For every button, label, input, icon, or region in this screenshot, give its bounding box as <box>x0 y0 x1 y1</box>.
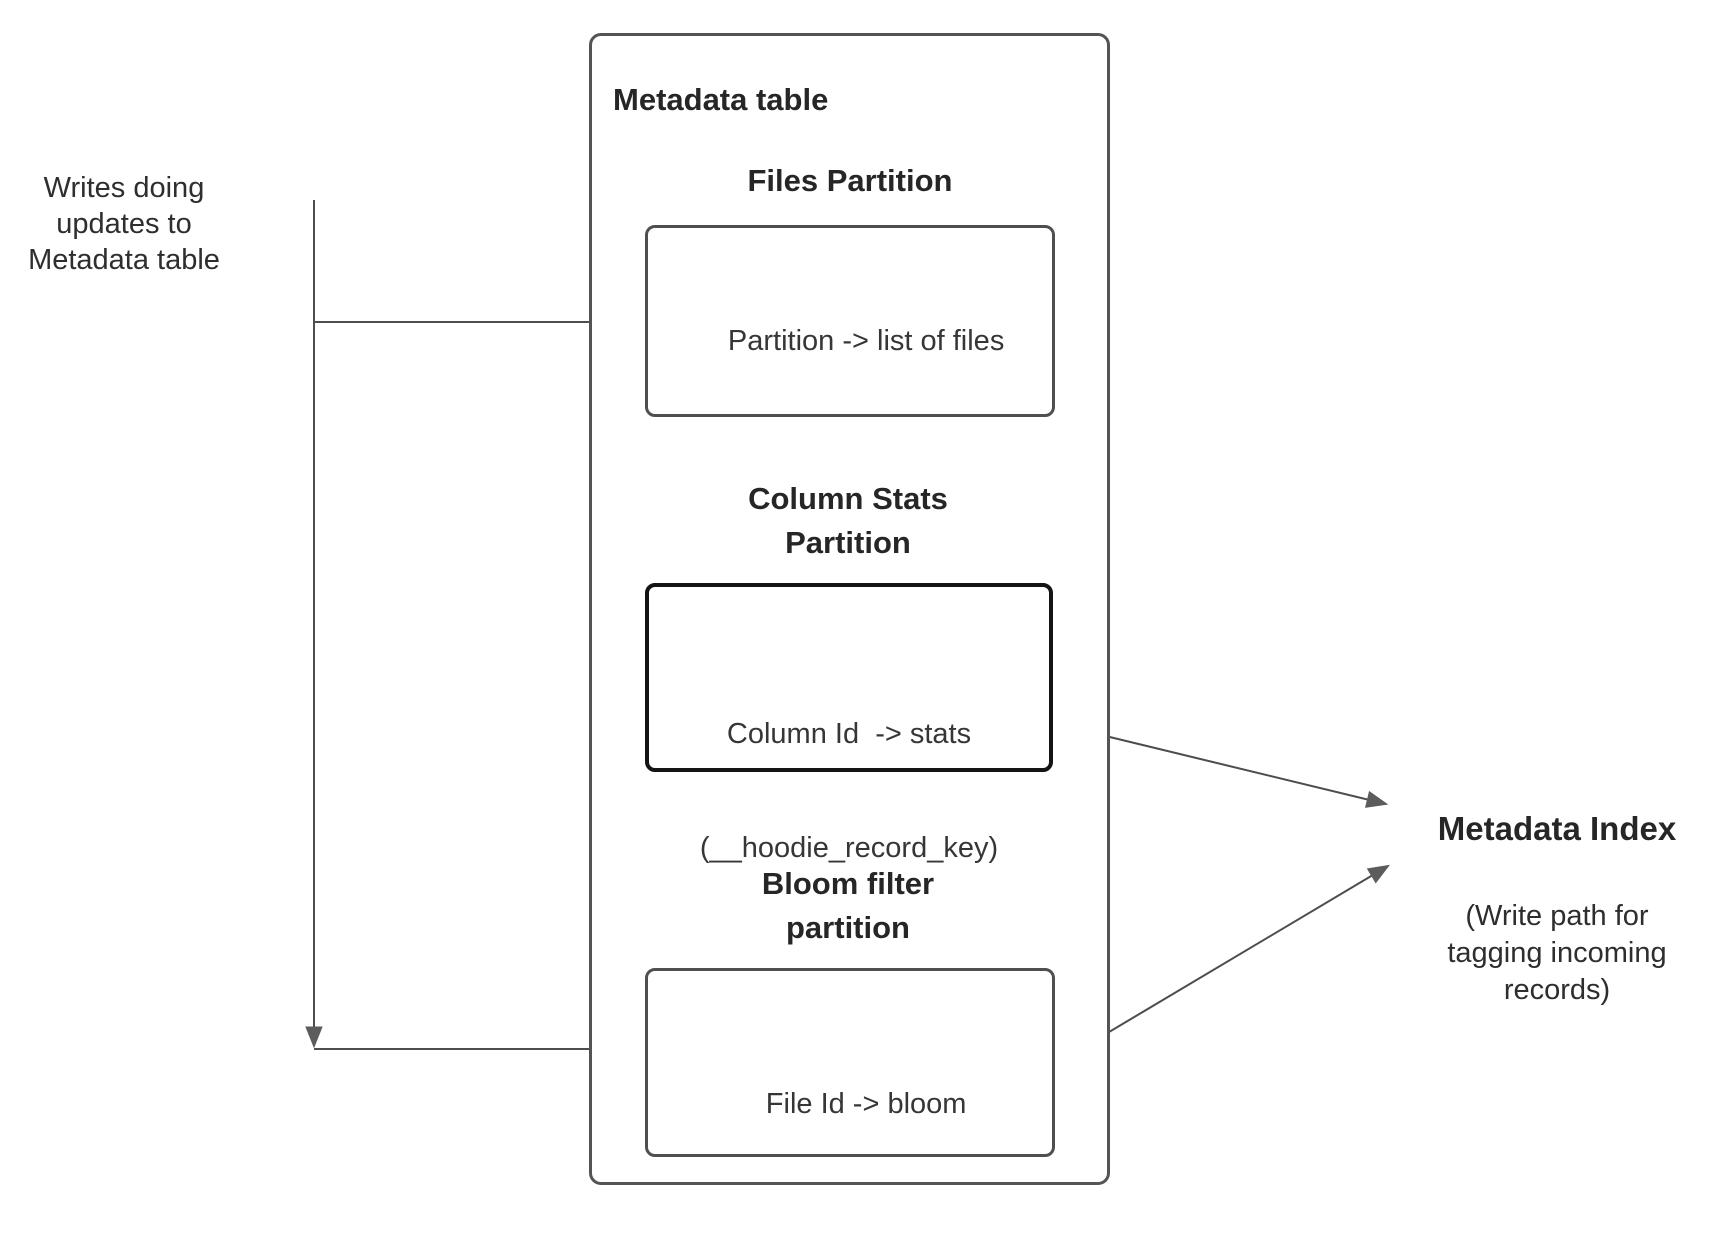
bloom-filter-mapping: File Id -> bloom <box>765 1088 967 1120</box>
metadata-index-note: (Write path for tagging incoming records… <box>1447 900 1675 1006</box>
bloom-filter-partition-heading: Bloom filter partition <box>761 866 943 945</box>
files-partition-box: Partition -> list of files <box>645 225 1055 417</box>
column-stats-partition-heading: Column Stats Partition <box>748 481 957 560</box>
column-stats-partition-box: Column Id -> stats (__hoodie_record_key) <box>645 583 1053 864</box>
writes-updates-note: Writes doing updates to Metadata table <box>28 172 220 276</box>
column-stats-record-key: (__hoodie_record_key) <box>699 832 999 864</box>
bloom-filter-partition-box: File Id -> bloom <box>645 968 1055 1157</box>
column-stats-mapping: Column Id -> stats <box>726 718 972 750</box>
metadata-index-title: Metadata Index <box>1437 810 1677 847</box>
metadata-table-title: Metadata table <box>613 82 829 117</box>
files-partition-heading: Files Partition <box>747 163 953 198</box>
files-partition-mapping: Partition -> list of files <box>727 325 1005 357</box>
